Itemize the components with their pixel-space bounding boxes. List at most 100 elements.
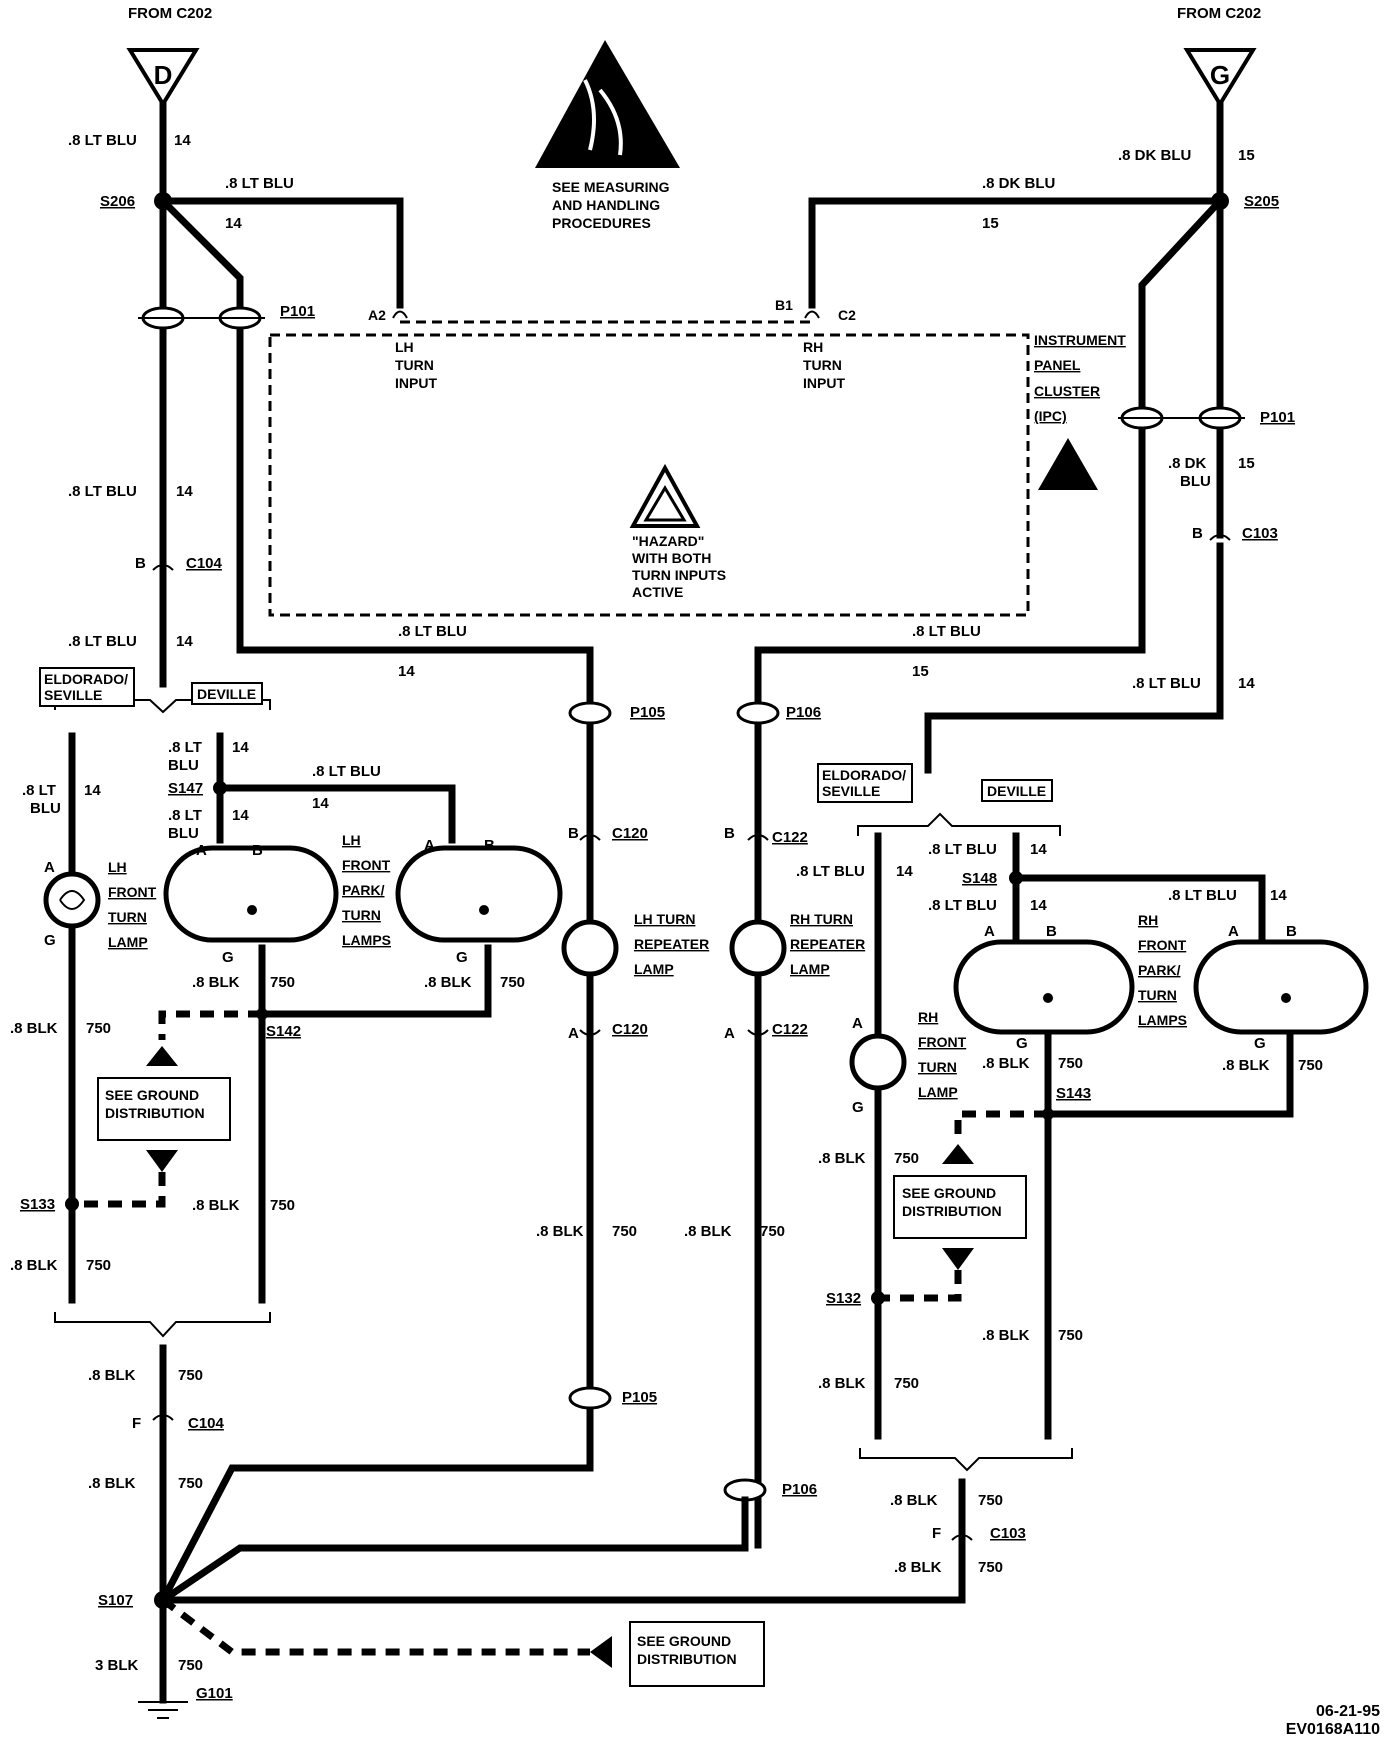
pin-b-label: B [724,825,735,842]
variant-eldo-1: ELDORADO/ [44,671,128,687]
pin-g-label: G [456,949,468,966]
wire-label-lt-blu: .8 LT BLU [928,897,997,914]
lh-turn-input-1: LH [395,339,414,355]
splice-s147-label: S147 [168,780,203,797]
rh-front-turn-1: RH [918,1009,938,1025]
connector-c104-b-icon [152,564,174,571]
connector-c122-b-label: C122 [772,829,808,846]
pin-g-label: G [44,932,56,949]
pin-a-label: A [852,1015,863,1032]
connector-p101-right-label: P101 [1260,409,1295,426]
lh-front-turn-2: FRONT [108,884,157,900]
wire-label-lt-blu: .8 LT BLU [1132,675,1201,692]
lh-front-park-4: TURN [342,907,381,923]
pin-a2-label: A2 [368,307,386,323]
esd-note-line2: AND HANDLING [552,197,660,213]
pin-b-label: B [135,555,146,572]
rh-front-park-lamp-1-icon [953,939,1135,1035]
wire-circuit-14: 14 [1238,675,1255,692]
hazard-line1: "HAZARD" [632,533,704,549]
wire-s142-ground-dist [158,1010,262,1040]
wire-s206-to-a2 [159,197,404,309]
hazard-triangle-icon [629,463,701,528]
wire-label-blk: .8 BLK [982,1327,1030,1344]
wire-ground-dist-to-s132 [878,1270,962,1302]
wire-circuit-750: 750 [978,1559,1003,1576]
wire-label-lt-blu: .8 LT BLU [912,623,981,640]
connector-p101-left-label: P101 [280,303,315,320]
connector-c120-b-label: C120 [612,825,648,842]
splice-s206-label: S206 [100,193,135,210]
wire-circuit-750: 750 [270,974,295,991]
pin-g-label: G [1254,1035,1266,1052]
variant-box-deville [191,682,263,705]
see-ground-r-2: DISTRIBUTION [902,1203,1002,1219]
wire-label-blk: .8 BLK [88,1475,136,1492]
ground-up-arrow-icon [942,1144,974,1164]
pin-b-label: B [568,825,579,842]
ipc-title-1: INSTRUMENT [1034,332,1126,348]
wire-s205-to-c2 [808,197,1224,309]
ground-left-arrow-icon [590,1636,612,1668]
wire-label-dk: .8 DK [1168,455,1207,472]
wire-lh-park2-ground [258,944,492,1018]
connector-c103-b-icon [1209,534,1231,541]
rh-front-park-2: FRONT [1138,937,1187,953]
variant-eldo-2: SEVILLE [44,687,102,703]
connector-c104-b-label: C104 [186,555,223,572]
pin-b-label: B [1286,923,1297,940]
connector-g-triangle [1183,48,1257,108]
lh-front-turn-lamp-icon [43,871,101,929]
pin-c2-terminal [804,310,820,319]
lh-front-park-lamp-2-icon [395,845,563,943]
see-ground-box-bottom [629,1621,765,1687]
rh-front-park-1: RH [1138,912,1158,928]
connector-c120-a-icon [579,1029,601,1036]
wire-label-blk: .8 BLK [894,1559,942,1576]
pin-f-label: F [132,1415,141,1432]
wire-circuit-14: 14 [1030,841,1047,858]
splice-s148-label: S148 [962,870,997,887]
hazard-line3: TURN INPUTS [632,567,726,583]
wire-circuit-750: 750 [178,1367,203,1384]
from-c202-right-label: FROM C202 [1177,5,1261,22]
rh-front-park-lamp-2-icon [1193,939,1369,1035]
rh-front-turn-2: FRONT [918,1034,967,1050]
pin-c2-label: C2 [838,307,856,323]
connector-c103-b-label: C103 [1242,525,1278,542]
wire-label-lt: .8 LT [168,807,202,824]
wire-label-blu: BLU [168,825,199,842]
pin-b1-label: B1 [775,297,793,313]
wire-circuit-750: 750 [178,1475,203,1492]
connector-c104-f-label: C104 [188,1415,225,1432]
ground-g101-label: G101 [196,1685,233,1702]
wire-s107-to-p105 [158,1406,594,1605]
pin-a-label: A [984,923,995,940]
esd-warning-icon [535,40,680,168]
ground-up-arrow-icon [146,1046,178,1066]
lh-repeater-3: LAMP [634,961,674,977]
wire-circuit-14: 14 [174,132,191,149]
connector-d-triangle [126,48,200,108]
connector-p105-top-icon [568,701,612,725]
lh-front-park-2: FRONT [342,857,391,873]
wire-circuit-15: 15 [912,663,929,680]
variant-brace-right-bottom [859,1448,1073,1472]
see-ground-2: DISTRIBUTION [105,1105,205,1121]
wire-circuit-750: 750 [86,1020,111,1037]
wire-label-blk: .8 BLK [818,1375,866,1392]
wire-label-lt-blu: .8 LT BLU [312,763,381,780]
lh-repeater-2: REPEATER [634,936,709,952]
lamp-junction-dot [1281,993,1291,1003]
see-ground-b-2: DISTRIBUTION [637,1651,737,1667]
ground-down-arrow-icon [146,1150,178,1172]
variant-brace-right-top [857,812,1061,836]
wire-label-blk: .8 BLK [982,1055,1030,1072]
wire-circuit-750: 750 [894,1150,919,1167]
wire-label-blk: .8 BLK [684,1223,732,1240]
pin-b-label: B [1046,923,1057,940]
wire-s147-to-park-lamp [216,784,456,844]
hazard-triangle-inner-icon [643,485,687,522]
ipc-title-4: (IPC) [1034,408,1067,424]
wire-label-lt-blu: .8 LT BLU [1168,887,1237,904]
